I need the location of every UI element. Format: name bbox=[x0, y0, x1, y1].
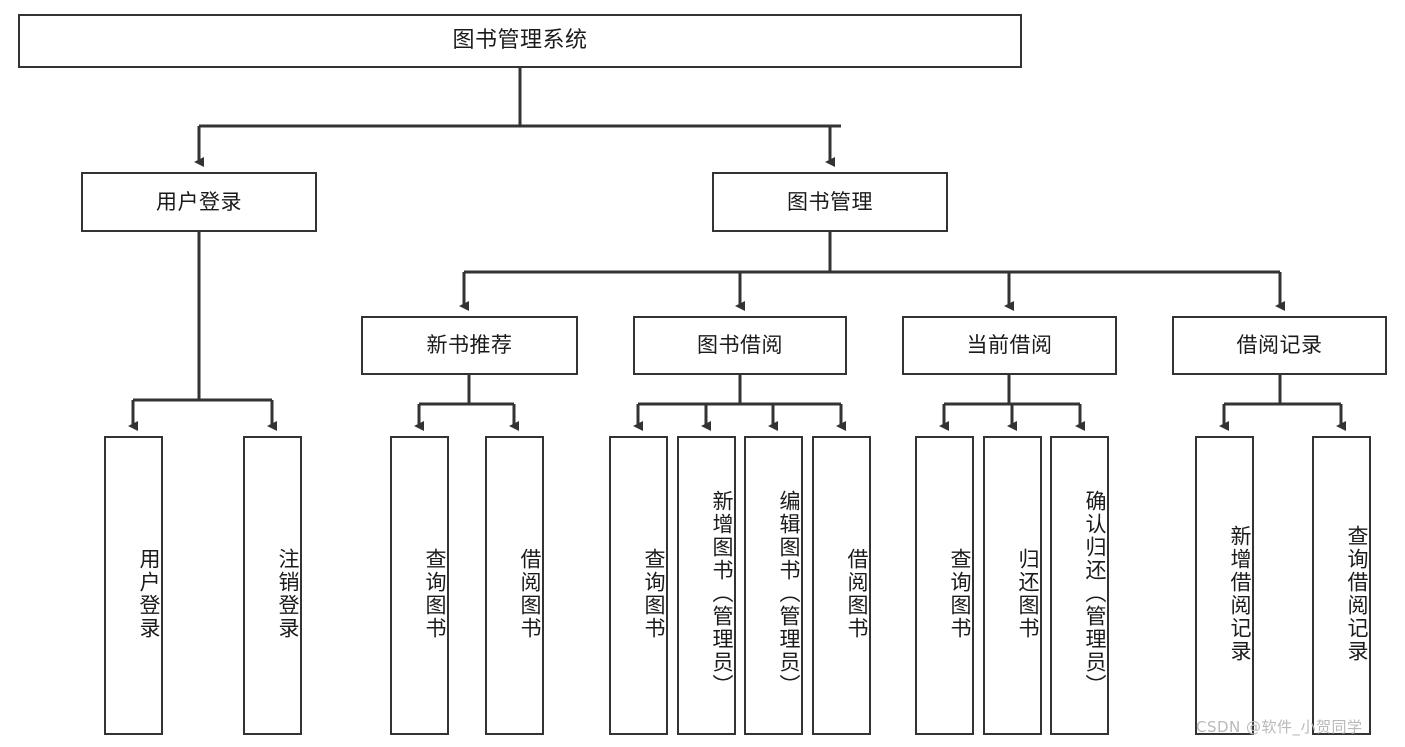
leaf-borrow-edit-book-admin[interactable]: 编辑图书（管理员） bbox=[744, 436, 803, 735]
leaf-records-add-record[interactable]: 新增借阅记录 bbox=[1195, 436, 1254, 735]
leaf-label: 新增图书（管理员） bbox=[710, 490, 734, 697]
leaf-label: 新增借阅记录 bbox=[1228, 524, 1252, 663]
leaf-borrow-query-book[interactable]: 查询图书 bbox=[609, 436, 668, 735]
leaf-records-query-record[interactable]: 查询借阅记录 bbox=[1312, 436, 1371, 735]
node-current-borrow[interactable]: 当前借阅 bbox=[902, 316, 1117, 375]
leaf-user-login-login[interactable]: 用户登录 bbox=[104, 436, 163, 735]
node-root-system[interactable]: 图书管理系统 bbox=[18, 14, 1022, 68]
leaf-recommend-query-book[interactable]: 查询图书 bbox=[390, 436, 449, 735]
leaf-label: 用户登录 bbox=[137, 547, 161, 640]
leaf-label: 归还图书 bbox=[1016, 547, 1040, 640]
leaf-user-login-logout[interactable]: 注销登录 bbox=[243, 436, 302, 735]
leaf-recommend-borrow-book[interactable]: 借阅图书 bbox=[485, 436, 544, 735]
leaf-current-confirm-return-admin[interactable]: 确认归还（管理员） bbox=[1050, 436, 1109, 735]
csdn-watermark: CSDN @软件_小贺同学 bbox=[1196, 718, 1363, 736]
node-borrow-records[interactable]: 借阅记录 bbox=[1172, 316, 1387, 375]
leaf-label: 查询借阅记录 bbox=[1345, 524, 1369, 663]
leaf-label: 借阅图书 bbox=[845, 547, 869, 640]
leaf-label: 编辑图书（管理员） bbox=[777, 490, 801, 697]
leaf-label: 确认归还（管理员） bbox=[1083, 490, 1107, 697]
leaf-label: 查询图书 bbox=[642, 547, 666, 640]
leaf-borrow-borrow-book[interactable]: 借阅图书 bbox=[812, 436, 871, 735]
node-book-borrow[interactable]: 图书借阅 bbox=[633, 316, 847, 375]
leaf-label: 查询图书 bbox=[423, 547, 447, 640]
leaf-current-return-book[interactable]: 归还图书 bbox=[983, 436, 1042, 735]
node-book-management[interactable]: 图书管理 bbox=[712, 172, 948, 232]
node-user-login[interactable]: 用户登录 bbox=[81, 172, 317, 232]
node-new-book-recommend[interactable]: 新书推荐 bbox=[361, 316, 578, 375]
leaf-label: 查询图书 bbox=[948, 547, 972, 640]
leaf-borrow-add-book-admin[interactable]: 新增图书（管理员） bbox=[677, 436, 736, 735]
leaf-label: 注销登录 bbox=[276, 547, 300, 640]
leaf-label: 借阅图书 bbox=[518, 547, 542, 640]
leaf-current-query-book[interactable]: 查询图书 bbox=[915, 436, 974, 735]
